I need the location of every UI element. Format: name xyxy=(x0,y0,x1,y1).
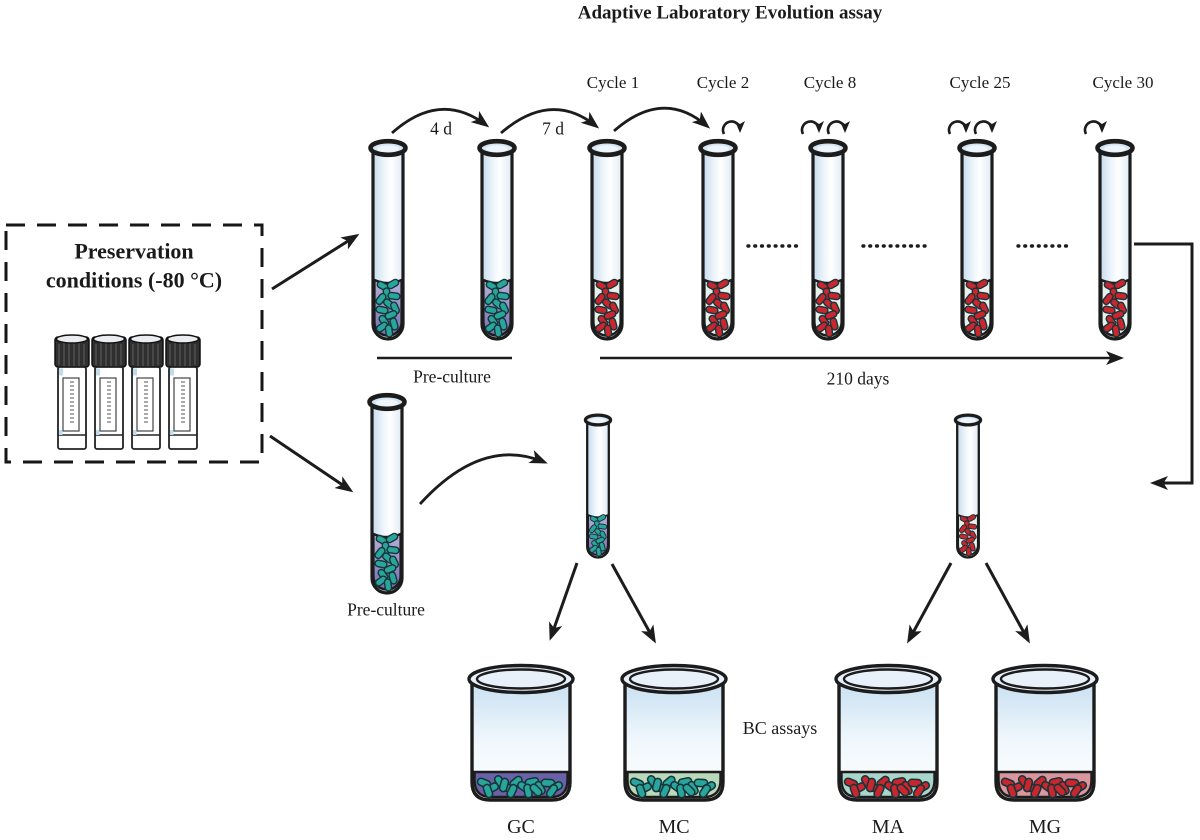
transfer-curl-icon xyxy=(802,122,819,135)
test-tube-cycle-1 xyxy=(590,141,625,339)
return-connector-arrow xyxy=(1134,242,1194,490)
beaker-label-gc: GC xyxy=(507,816,535,838)
arrow-sample-to-gc xyxy=(549,562,579,641)
timeline-label: 210 days xyxy=(826,368,890,389)
test-tube-cycle-25 xyxy=(960,141,995,339)
transfer-arc-7d xyxy=(500,108,600,135)
interval-label-4d: 4 d xyxy=(430,118,452,139)
test-tube-preculture-bottom xyxy=(370,395,405,593)
preculture-label-top: Pre-culture xyxy=(413,366,491,387)
sample-tube-preculture xyxy=(583,413,613,560)
cycle-label-1: Cycle 1 xyxy=(586,72,640,92)
cycle-label-30: Cycle 30 xyxy=(1092,72,1154,92)
cycle-label-25: Cycle 25 xyxy=(949,72,1011,92)
cryovial-icon xyxy=(128,334,164,450)
arrow-preservation-to-bottom-tube xyxy=(269,434,354,493)
test-tube-cycle-30 xyxy=(1098,141,1133,339)
beaker-label-mg: MG xyxy=(1028,816,1062,838)
cryovial-icon xyxy=(165,334,201,450)
arrow-sample-to-mg xyxy=(984,562,1030,644)
transfer-arc-4d xyxy=(391,107,490,135)
preservation-box xyxy=(4,223,264,464)
arrow-preservation-to-top-row xyxy=(271,233,360,291)
test-tube-preculture-2 xyxy=(480,141,515,339)
bc-assays-label: BC assays xyxy=(742,718,818,739)
figure-title: Adaptive Laboratory Evolution assay xyxy=(577,2,883,24)
beaker-mg xyxy=(991,663,1099,802)
transfer-arc-cycle2 xyxy=(613,106,711,133)
beaker-gc xyxy=(467,663,575,802)
test-tube-preculture-1 xyxy=(371,141,406,339)
arrow-sample-to-ma xyxy=(907,562,953,644)
transfer-curl-icon xyxy=(949,122,966,135)
beaker-ma xyxy=(834,663,942,802)
preservation-label: Preservation conditions (-80 °C) xyxy=(45,238,223,292)
interval-label-7d: 7 d xyxy=(542,118,564,139)
arrow-preculture-to-sample xyxy=(418,450,548,505)
sample-tube-evolved xyxy=(953,413,983,560)
transfer-curl-icon xyxy=(828,122,845,135)
arrow-sample-to-mc xyxy=(610,563,656,644)
transfer-curl-icon xyxy=(975,122,992,135)
transfer-curl-icon xyxy=(723,122,740,135)
transfer-curl-icon xyxy=(1085,122,1102,135)
preculture-label-bottom: Pre-culture xyxy=(347,599,425,620)
beaker-mc xyxy=(620,663,728,802)
test-tube-cycle-2 xyxy=(701,141,736,339)
cryovial-icon xyxy=(91,334,127,450)
cryovial-icon xyxy=(54,334,90,450)
beaker-label-ma: MA xyxy=(871,816,905,838)
cycle-label-8: Cycle 8 xyxy=(803,72,857,92)
cycle-label-2: Cycle 2 xyxy=(696,72,750,92)
beaker-label-mc: MC xyxy=(658,816,690,838)
test-tube-cycle-8 xyxy=(811,141,846,339)
